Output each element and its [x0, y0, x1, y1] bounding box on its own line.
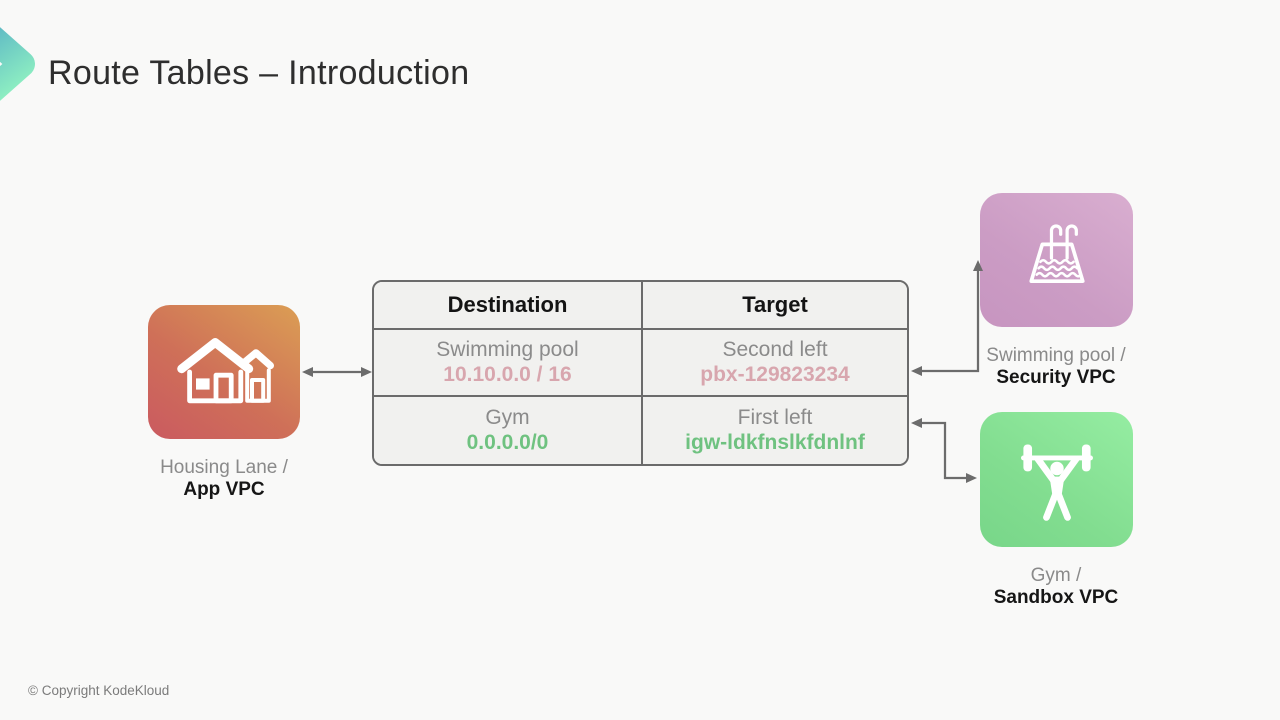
target-cell: Second left pbx-129823234	[643, 330, 907, 395]
route-table: Destination Target Swimming pool 10.10.0…	[372, 280, 909, 466]
target-cell: First left igw-ldkfnslkfdnlnf	[643, 397, 907, 464]
table-row: Gym 0.0.0.0/0 First left igw-ldkfnslkfdn…	[374, 397, 907, 464]
table-row: Swimming pool 10.10.0.0 / 16 Second left…	[374, 330, 907, 397]
page-title: Route Tables – Introduction	[48, 54, 470, 92]
sandbox-vpc-box	[980, 412, 1133, 547]
security-vpc-name: Security VPC	[996, 367, 1116, 388]
sandbox-vpc-name: Sandbox VPC	[993, 587, 1119, 608]
destination-name: Gym	[485, 406, 530, 429]
target-id: igw-ldkfnslkfdnlnf	[685, 431, 865, 454]
route-table-header-row: Destination Target	[374, 282, 907, 330]
app-vpc-label: Housing Lane / App VPC	[104, 457, 344, 501]
sandbox-vpc-sublabel: Gym /	[1030, 565, 1082, 586]
target-name: First left	[737, 406, 813, 429]
swimming-pool-icon	[1028, 224, 1085, 283]
destination-cidr: 0.0.0.0/0	[466, 431, 549, 454]
security-vpc-box	[980, 193, 1133, 327]
target-id: pbx-129823234	[700, 363, 850, 386]
app-vpc-name: App VPC	[183, 479, 265, 500]
houses-icon	[177, 338, 274, 404]
app-vpc-box	[148, 305, 300, 439]
column-header-destination: Destination	[374, 282, 643, 328]
kodekloud-chevron-icon	[0, 27, 35, 101]
security-vpc-sublabel: Swimming pool /	[986, 345, 1126, 366]
destination-name: Swimming pool	[436, 338, 579, 361]
copyright-text: © Copyright KodeKloud	[28, 683, 170, 698]
weightlifter-icon	[1020, 443, 1093, 521]
column-header-target: Target	[643, 282, 907, 328]
app-vpc-sublabel: Housing Lane /	[160, 457, 288, 478]
destination-cell: Swimming pool 10.10.0.0 / 16	[374, 330, 643, 395]
target-name: Second left	[722, 338, 828, 361]
security-vpc-label: Swimming pool / Security VPC	[936, 345, 1176, 389]
destination-cidr: 10.10.0.0 / 16	[443, 363, 572, 386]
sandbox-vpc-label: Gym / Sandbox VPC	[936, 565, 1176, 609]
destination-cell: Gym 0.0.0.0/0	[374, 397, 643, 464]
